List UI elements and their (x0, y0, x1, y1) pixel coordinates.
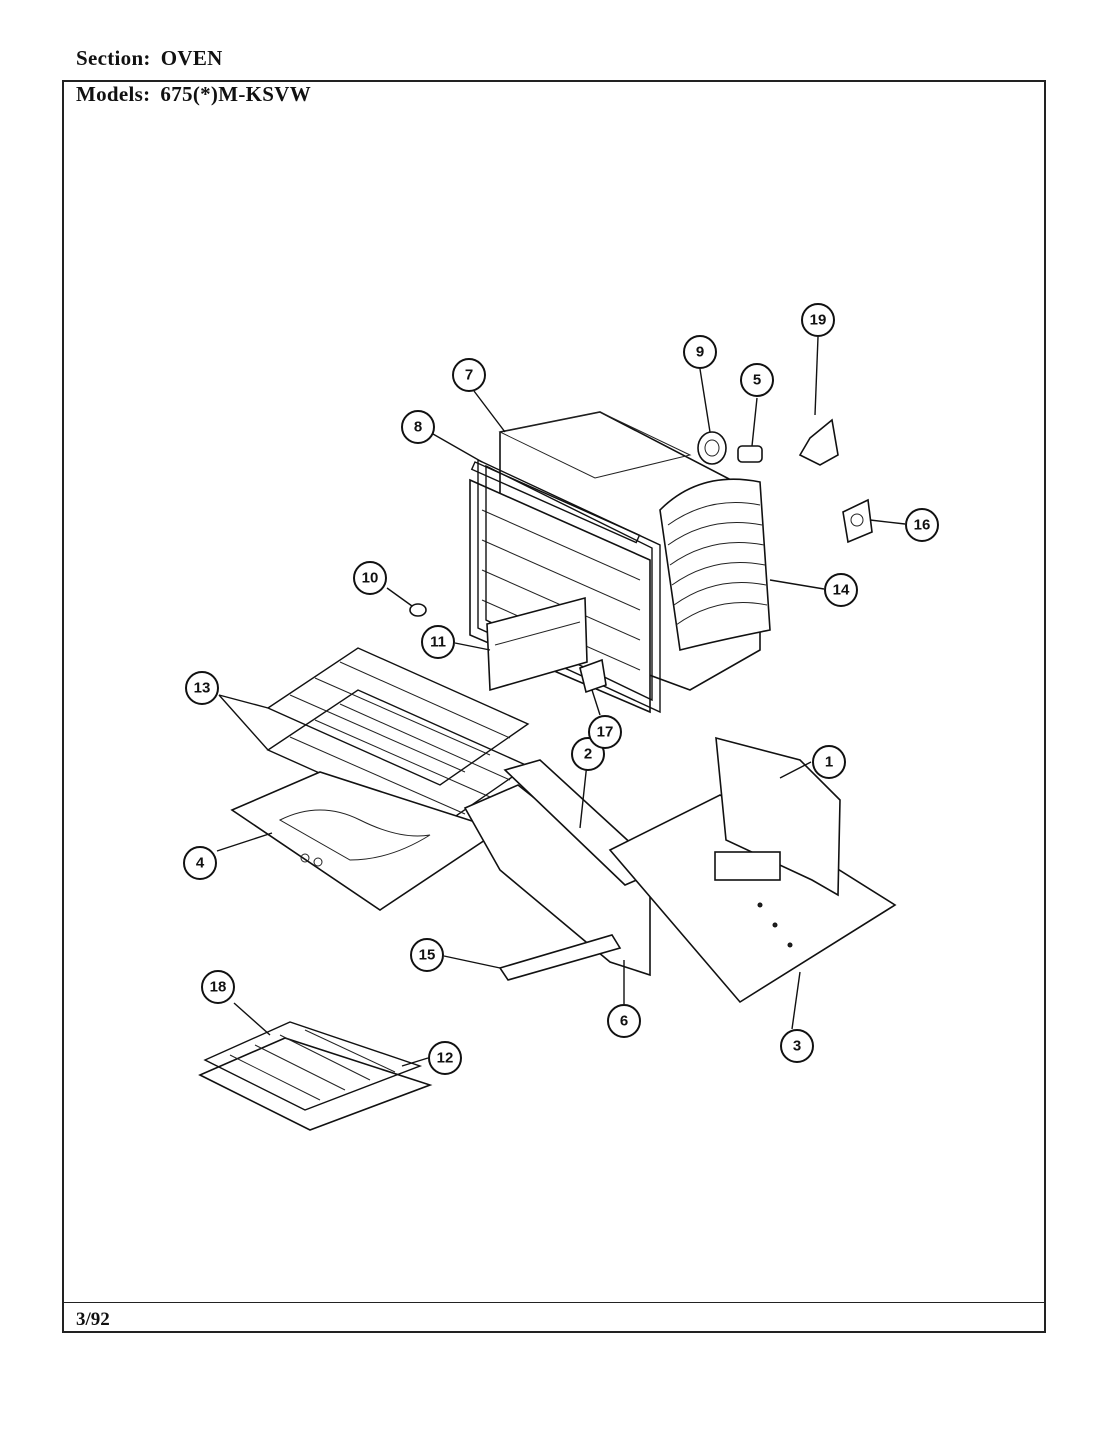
callout-14: 14 (824, 573, 858, 607)
side-panel-part (486, 596, 588, 692)
diagram-frame (62, 80, 1046, 1333)
revision-date: 3/92 (76, 1309, 110, 1330)
callout-16-text: 16 (914, 517, 931, 534)
callout-3: 3 (780, 1029, 814, 1063)
callout-8: 8 (401, 410, 435, 444)
models-value: 675(*)M-KSVW (160, 82, 312, 106)
callout-7: 7 (452, 358, 486, 392)
callout-12-text: 12 (437, 1050, 454, 1067)
callout-5: 5 (740, 363, 774, 397)
bracket-clip-part (798, 418, 839, 466)
callout-1: 1 (812, 745, 846, 779)
callout-4-text: 4 (196, 855, 205, 872)
callout-15: 15 (410, 938, 444, 972)
callout-10-text: 10 (362, 570, 379, 587)
oven-door-seal (477, 458, 661, 714)
callout-5-text: 5 (753, 372, 761, 389)
callout-9: 9 (683, 335, 717, 369)
callout-2-text: 2 (584, 746, 592, 763)
callout-19: 19 (801, 303, 835, 337)
callout-11: 11 (421, 625, 455, 659)
callout-7-text: 7 (465, 367, 473, 384)
callout-17: 17 (588, 715, 622, 749)
section-value: OVEN (160, 46, 223, 70)
callout-6: 6 (607, 1004, 641, 1038)
insulation-blanket (659, 478, 771, 651)
models-heading: Models: 675(*)M-KSVW (76, 82, 311, 107)
callout-8-text: 8 (414, 419, 422, 436)
light-bulb-part (409, 603, 427, 617)
base-panel (608, 794, 897, 1004)
callout-4: 4 (183, 846, 217, 880)
callout-18-text: 18 (210, 979, 227, 996)
callout-6-text: 6 (620, 1013, 628, 1030)
callout-10: 10 (353, 561, 387, 595)
callout-12: 12 (428, 1041, 462, 1075)
callout-3-text: 3 (793, 1038, 801, 1055)
section-heading: Section: OVEN (76, 46, 223, 71)
vent-ring-part (697, 431, 727, 465)
callout-16: 16 (905, 508, 939, 542)
callout-14-text: 14 (833, 582, 850, 599)
callout-15-text: 15 (419, 947, 436, 964)
clip-part (579, 658, 607, 694)
slide-rail-part (498, 934, 622, 981)
footer-divider (62, 1302, 1046, 1303)
broiler-pan (198, 1021, 433, 1131)
callout-19-text: 19 (810, 312, 827, 329)
gasket-plate-part (842, 498, 873, 544)
sensor-part (737, 445, 763, 463)
callout-1-text: 1 (825, 754, 833, 771)
callout-11-text: 11 (430, 634, 446, 651)
section-label: Section: (76, 46, 151, 70)
callout-13-text: 13 (194, 680, 211, 697)
oven-bottom-panel (230, 771, 502, 911)
back-panel (714, 736, 841, 897)
callout-13: 13 (185, 671, 219, 705)
callout-17-text: 17 (597, 724, 614, 741)
models-label: Models: (76, 82, 151, 106)
callout-9-text: 9 (696, 344, 704, 361)
callout-18: 18 (201, 970, 235, 1004)
